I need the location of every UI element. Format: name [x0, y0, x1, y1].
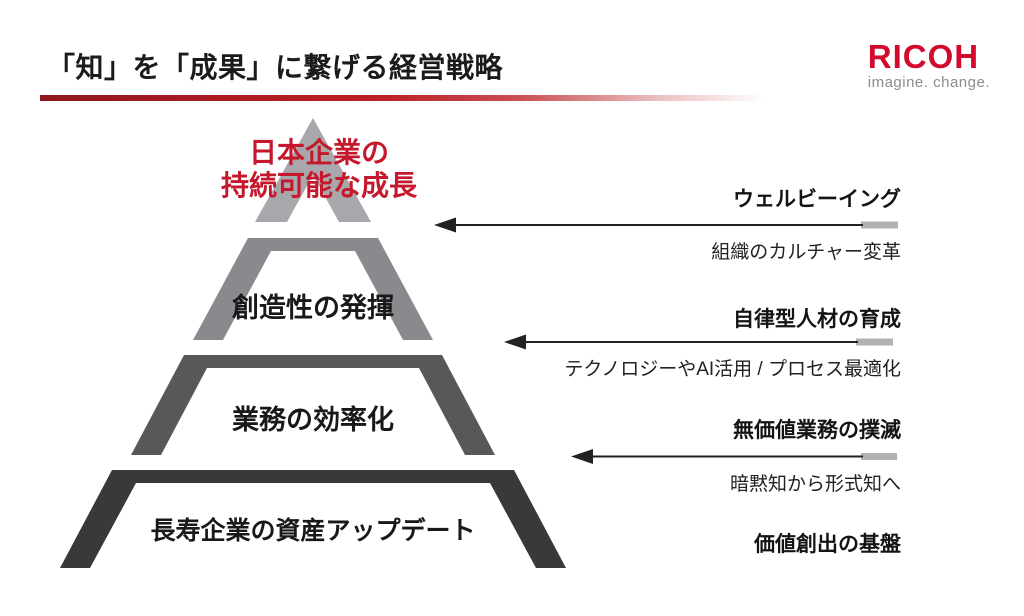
ricoh-logo-wordmark: RICOH	[867, 38, 980, 75]
arrow-endcap	[861, 221, 898, 229]
annotation-arrow-3	[571, 449, 897, 464]
arrow-head-icon	[434, 217, 456, 233]
annotation-2-subtitle: テクノロジーやAI活用 / プロセス最適化	[564, 359, 901, 380]
annotation-arrow-1	[434, 217, 898, 233]
annotation-1-subtitle: 組織のカルチャー変革	[711, 242, 901, 263]
annotation-3-title: 無価値業務の撲滅	[733, 419, 901, 442]
ricoh-logo-tagline: imagine. change.	[867, 74, 990, 91]
ricoh-logo: RICOH imagine. change.	[868, 40, 990, 91]
annotation-2-title: 自律型人材の育成	[733, 308, 901, 331]
annotation-4-title: 価値創出の基盤	[754, 533, 901, 556]
annotation-3-subtitle: 暗黙知から形式知へ	[729, 474, 901, 495]
arrow-endcap	[856, 338, 893, 346]
annotation-arrow-2	[504, 334, 893, 350]
arrow-head-icon	[504, 334, 526, 350]
pyramid-level-3-label: 長寿企業の資産アップデート	[150, 517, 476, 545]
pyramid-level-2-label: 業務の効率化	[232, 405, 394, 435]
arrow-head-icon	[571, 449, 593, 464]
title-accent-rule	[40, 95, 788, 101]
page-title: 「知」を「成果」に繋げる経営戦略	[47, 52, 504, 83]
annotation-1-title: ウェルビーイング	[733, 188, 901, 211]
pyramid-level-1-label: 創造性の発揮	[232, 293, 394, 323]
arrow-endcap	[861, 453, 897, 460]
pyramid-peak-label: 日本企業の 持続可能な成長	[220, 137, 417, 201]
